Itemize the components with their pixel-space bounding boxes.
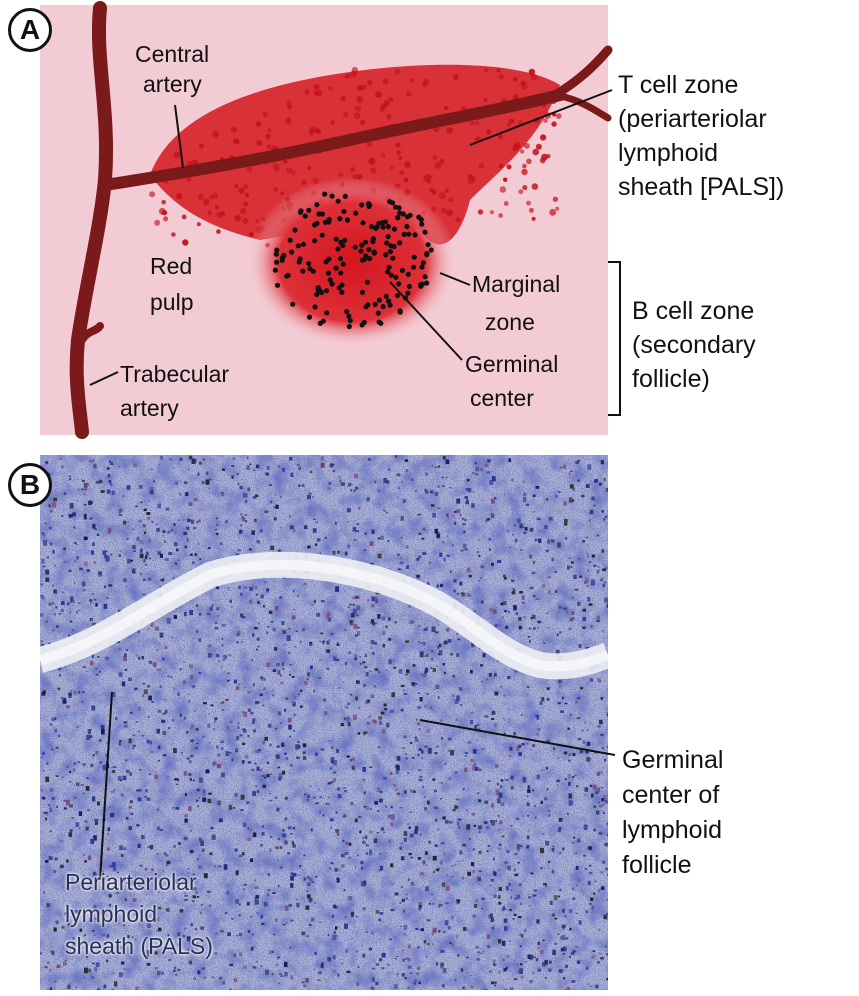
leader-pals-b [100,692,112,880]
label-germinal-b: Germinal [622,745,723,775]
label-lymphoid-b: lymphoid [622,815,722,845]
panel-b-letter: B [8,463,52,507]
label-sheath-b: sheath (PALS) [65,932,213,960]
label-center-of: center of [622,780,719,810]
label-lymphoid-b2: lymphoid [65,900,157,928]
label-periarteriolar-b: Periarteriolar [65,868,197,896]
leader-germinal-center-b [420,720,615,755]
label-follicle-b: follicle [622,850,691,880]
